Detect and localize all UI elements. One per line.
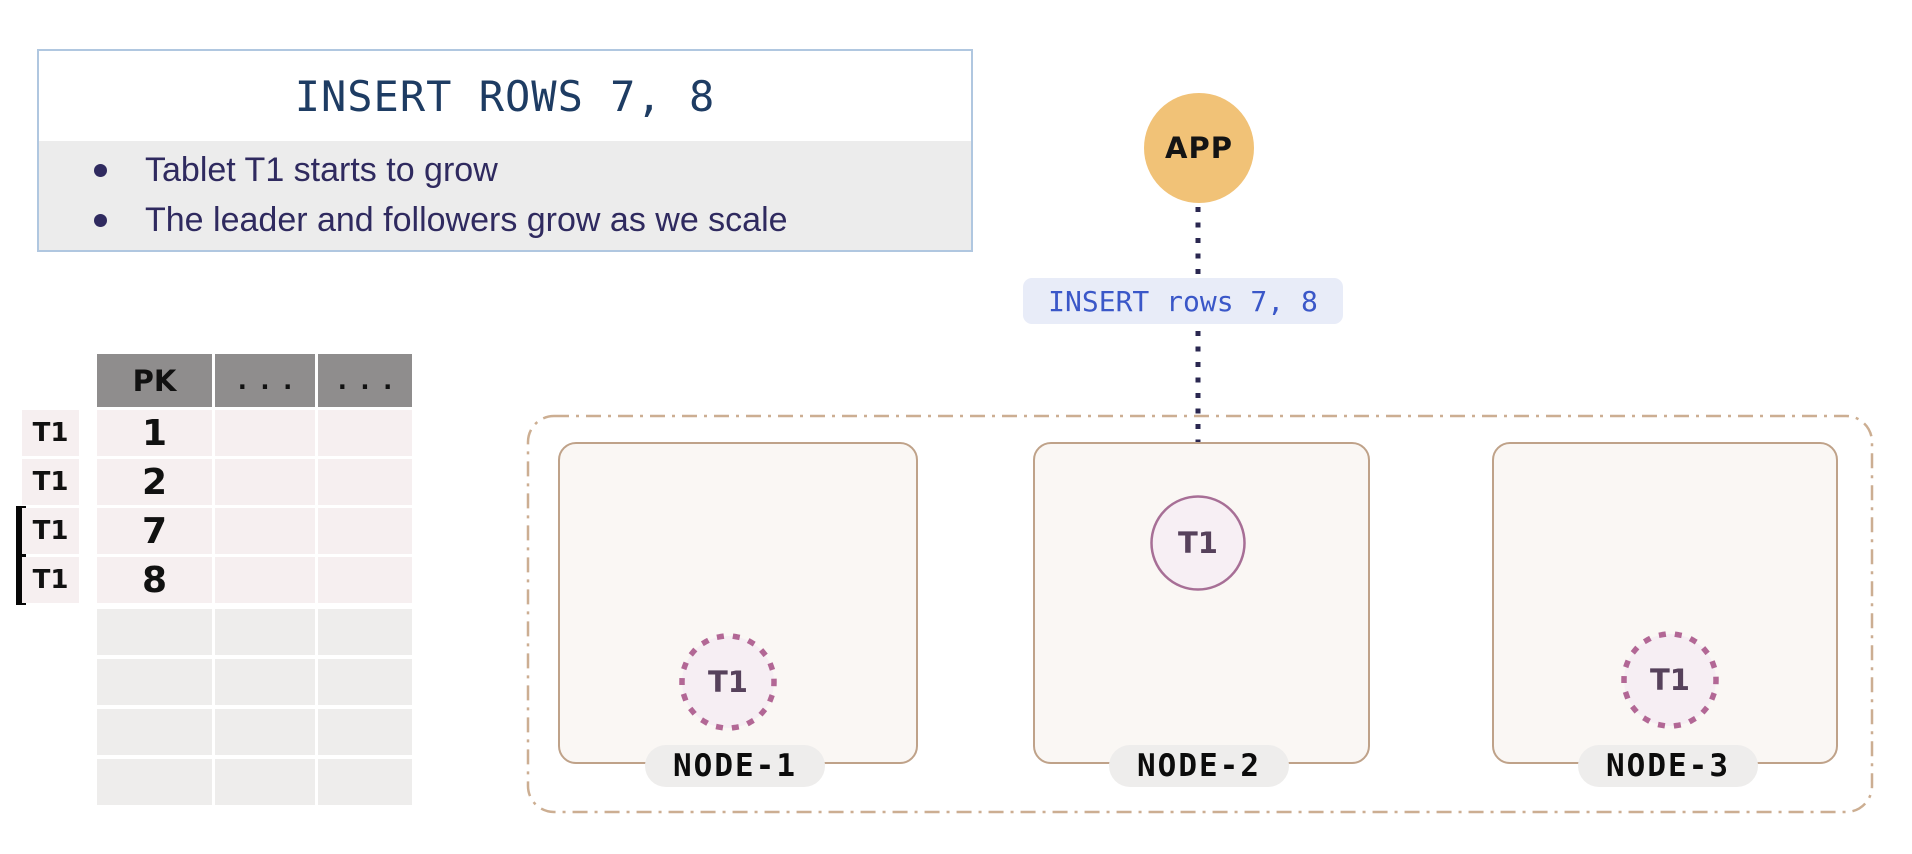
cell-blank — [318, 410, 412, 456]
cell-blank — [318, 557, 412, 603]
dotted-circle — [1621, 631, 1719, 729]
tablet-table: PK ... ... T1 1 T1 2 T1 7 — [16, 354, 412, 805]
cell-blank — [215, 508, 315, 554]
tablet-t1-follower-node3: T1 — [1618, 628, 1722, 732]
node-3-label: NODE-3 — [1578, 745, 1758, 787]
tablet-row-label: T1 — [16, 555, 79, 605]
cell-blank — [318, 659, 412, 705]
dotted-circle — [679, 633, 777, 731]
bullet-icon — [94, 164, 107, 178]
table-row-inserted: T1 8 — [16, 555, 412, 605]
cluster-boundary — [526, 414, 1874, 814]
info-box-bullet-list: Tablet T1 starts to grow The leader and … — [39, 141, 971, 250]
app-node: APP — [1144, 93, 1254, 203]
cell-blank — [318, 459, 412, 505]
bullet-item: Tablet T1 starts to grow — [39, 151, 971, 190]
table-row: T1 2 — [16, 459, 412, 505]
cell-pk: 1 — [97, 410, 212, 456]
tablet-tag: T1 — [22, 459, 79, 505]
cell-blank — [97, 659, 212, 705]
tablet-tag: T1 — [22, 557, 79, 603]
cell-blank — [318, 609, 412, 655]
solid-circle — [1150, 495, 1246, 591]
table-row: T1 1 — [16, 410, 412, 456]
insert-query-label: INSERT rows 7, 8 — [1023, 278, 1343, 324]
info-box-title: INSERT ROWS 7, 8 — [294, 71, 716, 121]
column-header-pk: PK — [97, 354, 212, 407]
cell-pk: 2 — [97, 459, 212, 505]
table-row-empty — [97, 659, 412, 705]
cell-blank — [215, 709, 315, 755]
table-row-empty — [97, 609, 412, 655]
cell-blank — [97, 759, 212, 805]
cell-blank — [318, 709, 412, 755]
bullet-icon — [94, 213, 107, 227]
tablet-label: T1 — [708, 665, 748, 699]
info-box: INSERT ROWS 7, 8 Tablet T1 starts to gro… — [37, 49, 973, 252]
cell-pk: 8 — [97, 557, 212, 603]
table-row-inserted: T1 7 — [16, 506, 412, 556]
tablet-t1-leader-node2: T1 — [1146, 491, 1250, 595]
tablet-label: T1 — [1650, 663, 1690, 697]
node-2-label: NODE-2 — [1109, 745, 1289, 787]
tablet-t1-follower-node1: T1 — [676, 630, 780, 734]
cell-blank — [97, 609, 212, 655]
tablet-row-label: T1 — [16, 459, 79, 505]
tablet-label: T1 — [1178, 526, 1218, 560]
table-header-row: PK ... ... — [97, 354, 412, 407]
cell-blank — [318, 759, 412, 805]
cell-blank — [215, 659, 315, 705]
tablet-tag: T1 — [22, 508, 79, 554]
cell-blank — [215, 609, 315, 655]
tablet-tag: T1 — [22, 410, 79, 456]
cell-blank — [97, 709, 212, 755]
cell-blank — [318, 508, 412, 554]
table-row-empty — [97, 709, 412, 755]
cell-blank — [215, 759, 315, 805]
cell-blank — [215, 410, 315, 456]
column-header-ellipsis: ... — [215, 354, 315, 407]
bullet-text: The leader and followers grow as we scal… — [145, 200, 788, 239]
bullet-item: The leader and followers grow as we scal… — [39, 201, 971, 240]
tablet-row-label: T1 — [16, 410, 79, 456]
cell-blank — [215, 557, 315, 603]
app-label: APP — [1165, 131, 1233, 165]
column-header-ellipsis: ... — [318, 354, 412, 407]
node-1-label: NODE-1 — [645, 745, 825, 787]
table-row-empty — [97, 759, 412, 805]
bullet-text: Tablet T1 starts to grow — [145, 151, 498, 190]
tablet-row-label: T1 — [16, 506, 79, 556]
cell-blank — [215, 459, 315, 505]
cell-pk: 7 — [97, 508, 212, 554]
